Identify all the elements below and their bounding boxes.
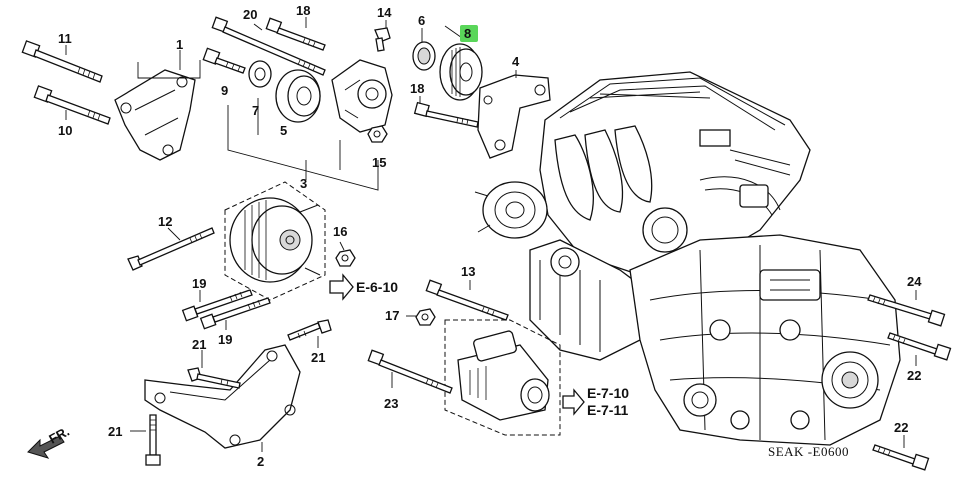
bolt-24 xyxy=(867,294,946,327)
callout-2[interactable]: 2 xyxy=(257,454,264,469)
callout-12[interactable]: 12 xyxy=(158,214,172,229)
bolt-20 xyxy=(211,16,326,76)
bolt-22-lower xyxy=(872,444,930,471)
auto-tensioner xyxy=(331,59,393,133)
bolt-9 xyxy=(202,47,246,74)
callout-7[interactable]: 7 xyxy=(252,103,259,118)
callout-10[interactable]: 10 xyxy=(58,123,72,138)
bolt-10 xyxy=(33,85,111,125)
bolt-19-upper xyxy=(181,289,253,322)
front-direction-arrow xyxy=(27,435,65,459)
bolt-21-bottom xyxy=(145,414,161,466)
callout-13[interactable]: 13 xyxy=(461,264,475,279)
diagram-code: SEAK -E0600 xyxy=(768,444,849,459)
bolt-18-top xyxy=(265,17,326,51)
callout-3[interactable]: 3 xyxy=(300,176,307,191)
engine-assembly xyxy=(474,71,901,446)
callout-16[interactable]: 16 xyxy=(333,224,347,239)
bolt-22-upper xyxy=(887,332,952,361)
mount-bracket-2 xyxy=(144,344,301,449)
callout-9[interactable]: 9 xyxy=(221,83,228,98)
callout-1[interactable]: 1 xyxy=(176,37,183,52)
highlight-box-part-8 xyxy=(460,25,478,42)
alternator-reference-link[interactable]: E-6-10 xyxy=(356,279,398,295)
callout-17[interactable]: 17 xyxy=(385,308,399,323)
bolt-21-middle xyxy=(187,367,241,389)
callout-15[interactable]: 15 xyxy=(372,155,386,170)
callout-22-lower[interactable]: 22 xyxy=(894,420,908,435)
starter-reference-link-2[interactable]: E-7-11 xyxy=(587,402,628,418)
callout-5[interactable]: 5 xyxy=(280,123,287,138)
callout-20[interactable]: 20 xyxy=(243,7,257,22)
callout-19-upper[interactable]: 19 xyxy=(192,276,206,291)
bolt-18-right xyxy=(413,101,479,128)
bolt-13 xyxy=(425,279,509,321)
callout-6[interactable]: 6 xyxy=(418,13,425,28)
bolt-23 xyxy=(367,349,453,394)
bolt-14 xyxy=(374,27,391,52)
pulley-8 xyxy=(439,43,483,101)
bolt-19-lower xyxy=(199,297,271,330)
nut-17 xyxy=(415,308,436,326)
callout-labels: 11 1 10 20 18 14 6 8 4 9 7 5 18 15 3 12 … xyxy=(46,3,922,469)
callout-14[interactable]: 14 xyxy=(377,5,392,20)
callout-11[interactable]: 11 xyxy=(58,31,72,46)
callout-23[interactable]: 23 xyxy=(384,396,398,411)
callout-21-middle[interactable]: 21 xyxy=(192,337,206,352)
callout-18-top[interactable]: 18 xyxy=(296,3,310,18)
nut-15 xyxy=(367,125,388,143)
callout-leaders xyxy=(65,17,917,452)
cap-6 xyxy=(412,41,436,71)
callout-24[interactable]: 24 xyxy=(907,274,922,289)
idler-pulley-5 xyxy=(275,69,321,123)
callout-18-right[interactable]: 18 xyxy=(410,81,424,96)
alternator-group xyxy=(224,181,326,301)
starter-motor-group xyxy=(444,319,561,436)
group-3-leaders xyxy=(227,25,466,191)
alternator-ref-arrow xyxy=(329,273,354,301)
nut-16 xyxy=(335,249,356,267)
bracket-4 xyxy=(477,74,551,159)
callout-21-top[interactable]: 21 xyxy=(311,350,325,365)
starter-ref-arrow xyxy=(562,388,585,416)
bolt-12 xyxy=(127,227,215,271)
bolt-11 xyxy=(21,40,103,83)
callout-8[interactable]: 8 xyxy=(464,26,471,41)
callout-4[interactable]: 4 xyxy=(512,54,520,69)
bolt-21-top xyxy=(287,319,332,341)
callout-21-bottom[interactable]: 21 xyxy=(108,424,122,439)
callout-22-upper[interactable]: 22 xyxy=(907,368,921,383)
starter-reference-link-1[interactable]: E-7-10 xyxy=(587,385,629,401)
callout-19-lower[interactable]: 19 xyxy=(218,332,232,347)
nut-7 xyxy=(248,60,272,88)
part-1-alternator-bracket xyxy=(114,50,201,161)
